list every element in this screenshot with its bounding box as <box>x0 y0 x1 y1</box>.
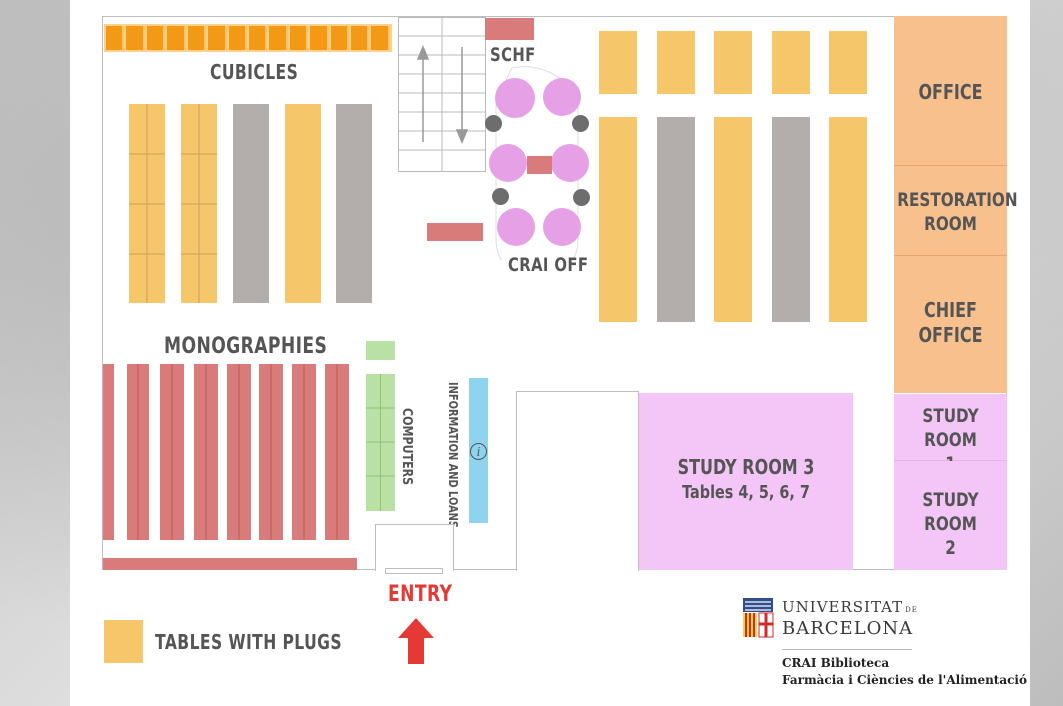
faculty-text: Farmàcia i Ciències de l'Alimentació <box>782 673 1027 687</box>
cubicle <box>167 26 186 50</box>
study-room-1 <box>894 394 1007 461</box>
crai-chair <box>572 115 589 132</box>
table-with-plugs <box>829 31 867 94</box>
crai-biblioteca-text: CRAI Biblioteca <box>782 656 890 670</box>
cubicle <box>208 26 227 50</box>
restoration-room <box>894 166 1007 256</box>
cubicle <box>310 26 329 50</box>
restoration-room-label: RESTORATION ROOM <box>897 189 1018 235</box>
computers-label: COMPUTERS <box>399 408 414 486</box>
study-room-2-label: STUDY ROOM 2 <box>922 489 979 559</box>
table-grid-lines <box>129 104 217 303</box>
crai-chair <box>573 189 590 206</box>
table-with-plugs <box>599 31 637 94</box>
cubicles-strip <box>104 24 392 52</box>
cubicle <box>146 26 166 50</box>
table-with-plugs <box>714 31 752 94</box>
table-with-plugs <box>772 31 810 94</box>
table-with-plugs <box>829 117 867 322</box>
university-line2: BARCELONA <box>782 618 914 639</box>
table-with-plugs <box>657 31 695 94</box>
computers-label-wrap: COMPUTERS <box>397 408 417 488</box>
university-de: DE <box>905 606 918 614</box>
entry-door <box>385 568 443 574</box>
university-crest-icon <box>743 598 774 638</box>
computer-desk-small <box>366 341 395 360</box>
crai-round-table <box>543 78 581 116</box>
table <box>233 104 269 303</box>
cubicle <box>248 26 268 50</box>
university-line1: UNIVERSITAT <box>782 598 904 616</box>
information-loans-label: INFORMATION AND LOANS <box>446 382 460 529</box>
corridor-outline <box>516 391 639 571</box>
bookshelf-bottom <box>103 558 357 570</box>
schf-desk <box>485 18 534 40</box>
crai-round-table <box>543 208 581 246</box>
crai-chair <box>485 115 502 132</box>
study-room-3 <box>639 393 853 570</box>
info-icon: i <box>470 443 487 460</box>
cubicle <box>126 26 145 50</box>
bookshelf <box>103 364 114 540</box>
table-with-plugs <box>599 117 637 322</box>
study-room-2 <box>894 461 1007 570</box>
legend-swatch-tables-with-plugs <box>104 620 143 663</box>
cubicle <box>187 26 207 50</box>
map-card <box>70 0 1030 706</box>
table <box>336 104 372 303</box>
cubicle <box>330 26 350 50</box>
crai-round-table <box>495 78 535 118</box>
logo-divider <box>782 649 912 650</box>
study-room-3-label: STUDY ROOM 3 <box>677 455 815 479</box>
office-room <box>894 16 1007 166</box>
entry-label: ENTRY <box>388 582 453 607</box>
schf-label: SCHF <box>490 44 536 66</box>
cubicle <box>106 26 125 50</box>
legend-tables-with-plugs-label: TABLES WITH PLUGS <box>155 630 342 654</box>
chief-office-label: CHIEF OFFICE <box>918 298 983 347</box>
stairs-icon <box>398 17 486 172</box>
entry-arrow-icon <box>398 618 434 664</box>
office-label: OFFICE <box>918 80 983 104</box>
monographies-label: MONOGRAPHIES <box>164 334 328 359</box>
chief-office-room <box>894 256 1007 393</box>
cubicle <box>269 26 288 50</box>
entry-vestibule <box>375 524 454 571</box>
table <box>657 117 695 322</box>
table-with-plugs <box>714 117 752 322</box>
table <box>772 117 810 322</box>
cubicle <box>289 26 309 50</box>
crai-round-table <box>551 144 589 182</box>
bookshelf-dividers <box>137 364 338 540</box>
cubicle <box>351 26 370 50</box>
crai-area-outline <box>495 66 579 260</box>
information-loans-label-wrap: INFORMATION AND LOANS <box>444 382 464 528</box>
crai-round-table <box>497 208 535 246</box>
computers-desk-dividers <box>366 374 395 511</box>
crai-chair <box>492 188 509 205</box>
cubicle <box>371 26 390 50</box>
table-with-plugs <box>285 104 321 303</box>
study-room-3-tables: Tables 4, 5, 6, 7 <box>682 482 810 503</box>
info-icon-glyph: i <box>476 444 481 459</box>
cubicles-label: CUBICLES <box>210 60 299 84</box>
cubicle <box>228 26 247 50</box>
crai-desk-small <box>527 156 552 174</box>
crai-off-label: CRAI OFF <box>508 254 589 276</box>
crai-desk <box>427 223 483 241</box>
crai-round-table <box>489 144 527 182</box>
